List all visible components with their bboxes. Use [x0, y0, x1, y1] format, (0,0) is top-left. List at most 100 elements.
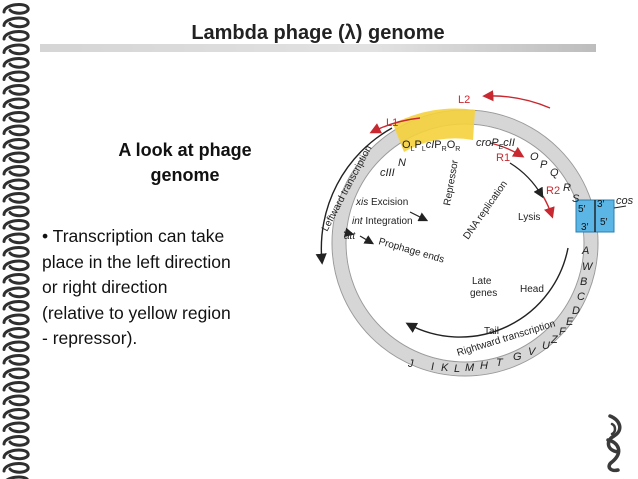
spiral-loop	[2, 246, 30, 258]
excision-text: Excision	[371, 197, 408, 208]
cos-pointer	[613, 205, 627, 209]
gene-label-ciii: cIII	[380, 167, 395, 179]
operator-p-label: P	[434, 139, 441, 151]
genome-ring	[332, 110, 598, 376]
spiral-loop	[2, 300, 30, 312]
gene-label-m: M	[465, 362, 475, 374]
gene-label-h: H	[480, 360, 488, 372]
cos-label: cos	[616, 195, 634, 207]
gene-label-o: O	[530, 151, 539, 163]
spiral-loop	[2, 151, 30, 164]
excision-arrow	[409, 211, 429, 222]
spiral-loop	[2, 381, 30, 393]
cos-three-prime-bottom: 3′	[581, 222, 589, 233]
excision-label: xis Excision	[355, 197, 408, 208]
gene-label-k: K	[441, 362, 449, 374]
spiral-loop	[2, 178, 30, 191]
bullet-line: place in the left direction	[42, 251, 231, 272]
subtitle-line: genome	[150, 165, 220, 185]
spiral-loop	[2, 354, 30, 366]
spiral-loop	[2, 259, 30, 272]
gene-label-t: T	[496, 357, 504, 369]
spiral-loop	[2, 462, 30, 474]
spiral-loop	[2, 421, 30, 434]
spiral-loop	[2, 84, 30, 96]
gene-label-b: B	[580, 276, 587, 288]
spiral-loop	[2, 111, 30, 123]
tail-label: Tail	[484, 326, 499, 337]
gene-label-xis: xis	[355, 197, 368, 208]
integration-text: Integration	[365, 216, 412, 227]
prophage-arrow	[359, 235, 375, 245]
integration-arrow	[343, 227, 355, 237]
spiral-loop	[2, 138, 30, 150]
repressor-label: Repressor	[442, 159, 461, 207]
gene-label-att: att	[344, 231, 356, 242]
gene-label-q: Q	[550, 167, 559, 179]
lysis-label: Lysis	[518, 212, 540, 223]
spiral-loop	[2, 70, 30, 83]
promoter-label-l1: L1	[386, 117, 398, 129]
prophage-ends-label: Prophage ends	[377, 236, 445, 265]
operator-sub-label: L	[411, 146, 415, 153]
operator-sub-label: L	[422, 146, 426, 153]
decorative-swirl-logo	[606, 414, 622, 473]
gene-label-i: I	[431, 361, 434, 373]
bullet-line: or right direction	[42, 277, 168, 297]
rightward-transcription-arrow	[405, 247, 569, 338]
spiral-loop	[2, 43, 30, 56]
cos-three-prime-top: 3′	[597, 199, 605, 210]
bullet-text: • Transcription can take place in the le…	[42, 224, 332, 352]
operator-ci-label: cI	[426, 139, 435, 151]
promoter-arrow-r1	[489, 142, 525, 158]
integration-label: int Integration	[352, 216, 413, 227]
promoter-label-r2: R2	[546, 185, 560, 197]
bullet-line: (relative to yellow region	[42, 302, 231, 323]
spiral-loop	[2, 97, 30, 110]
gene-label-a: A	[581, 245, 589, 257]
gene-label-d: D	[572, 305, 580, 317]
spiral-loop	[2, 124, 30, 137]
operator-o-label: O	[402, 139, 411, 151]
spiral-loop	[2, 394, 30, 407]
spiral-loop	[2, 435, 30, 447]
late-genes-label-1: Late	[472, 276, 492, 287]
operator-p-label: P	[414, 139, 421, 151]
promoter-arrow-l2	[482, 90, 551, 109]
slide-title: Lambda phage (λ) genome	[191, 22, 445, 44]
late-genes-label-2: genes	[470, 288, 497, 299]
bullet-line: - repressor).	[42, 328, 138, 348]
gene-label-j: J	[407, 358, 414, 370]
spiral-loop	[2, 286, 30, 299]
promoter-label-r1: R1	[496, 152, 510, 164]
slide-subtitle: A look at phage genome	[70, 138, 300, 188]
spiral-loop	[2, 205, 30, 218]
dna-replication-arrow	[509, 162, 544, 199]
promoter-label-l2: L2	[458, 94, 470, 106]
operator-sub-label: R	[442, 146, 447, 153]
spiral-loop	[2, 408, 30, 420]
spiral-loop	[2, 30, 30, 42]
cos-five-prime-bottom: 5′	[600, 217, 608, 228]
spiral-loop	[2, 327, 30, 339]
spiral-loop	[2, 340, 30, 353]
gene-label-w: W	[582, 261, 594, 273]
spiral-loop	[2, 273, 30, 285]
head-label: Head	[520, 284, 544, 295]
spiral-loop	[2, 165, 30, 177]
leftward-transcription-arrow	[315, 127, 393, 265]
spiral-loop	[2, 313, 30, 326]
gene-label-l: L	[454, 363, 460, 375]
operator-sub-label: R	[455, 146, 460, 153]
promoter-arrow-l1	[369, 117, 421, 134]
cro-label: croPEcII	[476, 137, 515, 151]
gene-label-n: N	[398, 157, 406, 169]
lambda-genome-map: cos 5′ 3′ 3′ 5′ L2 L1 R1 R2 OLPLcIPROR c…	[315, 90, 634, 377]
operator-label: OLPLcIPROR	[402, 139, 460, 153]
bullet-line: • Transcription can take	[42, 226, 225, 246]
spiral-loop	[2, 232, 30, 245]
spiral-loop	[2, 367, 30, 380]
gene-label-s: S	[572, 193, 580, 205]
gene-label-r: R	[563, 182, 571, 194]
gene-label-f: F	[559, 326, 567, 338]
